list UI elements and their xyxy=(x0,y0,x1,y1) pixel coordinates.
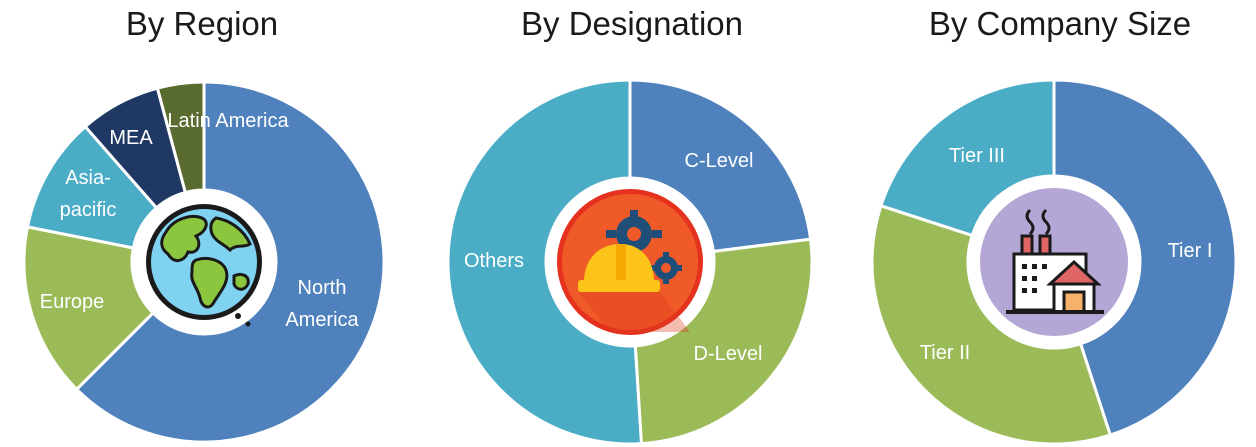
slice-label-others: Others xyxy=(464,250,524,272)
slice-label-tier-iii: Tier III xyxy=(949,145,1005,167)
slice-tier-i xyxy=(1052,78,1238,437)
factory-icon xyxy=(970,178,1138,346)
slice-label-asia-pacific: Asia-pacific xyxy=(60,167,117,221)
slice-tier-ii xyxy=(870,203,1113,446)
slice-latin-america xyxy=(155,80,206,195)
gears-helmet-icon xyxy=(548,180,712,344)
slice-label-c-level: C-Level xyxy=(685,150,754,172)
slice-label-mea: MEA xyxy=(109,127,153,149)
chart-title-region: By Region xyxy=(125,5,279,42)
chart-title-company-size: By Company Size xyxy=(928,5,1192,42)
slice-others xyxy=(446,78,644,446)
globe-icon xyxy=(134,192,274,332)
donut-company-size: Tier I Tier II Tier III xyxy=(870,78,1238,446)
slice-label-tier-ii: Tier II xyxy=(920,342,970,364)
slice-label-europe: Europe xyxy=(40,291,105,313)
slice-north-america xyxy=(74,80,386,444)
slice-europe xyxy=(22,225,156,392)
slice-label-tier-i: Tier I xyxy=(1168,240,1213,262)
slice-c-level xyxy=(628,78,813,254)
slice-d-level xyxy=(633,237,814,446)
slice-label-latin-america: Latin America xyxy=(167,110,289,132)
slice-tier-iii xyxy=(879,78,1056,238)
slice-label-d-level: D-Level xyxy=(694,343,763,365)
chart-title-designation: By Designation xyxy=(521,5,743,42)
